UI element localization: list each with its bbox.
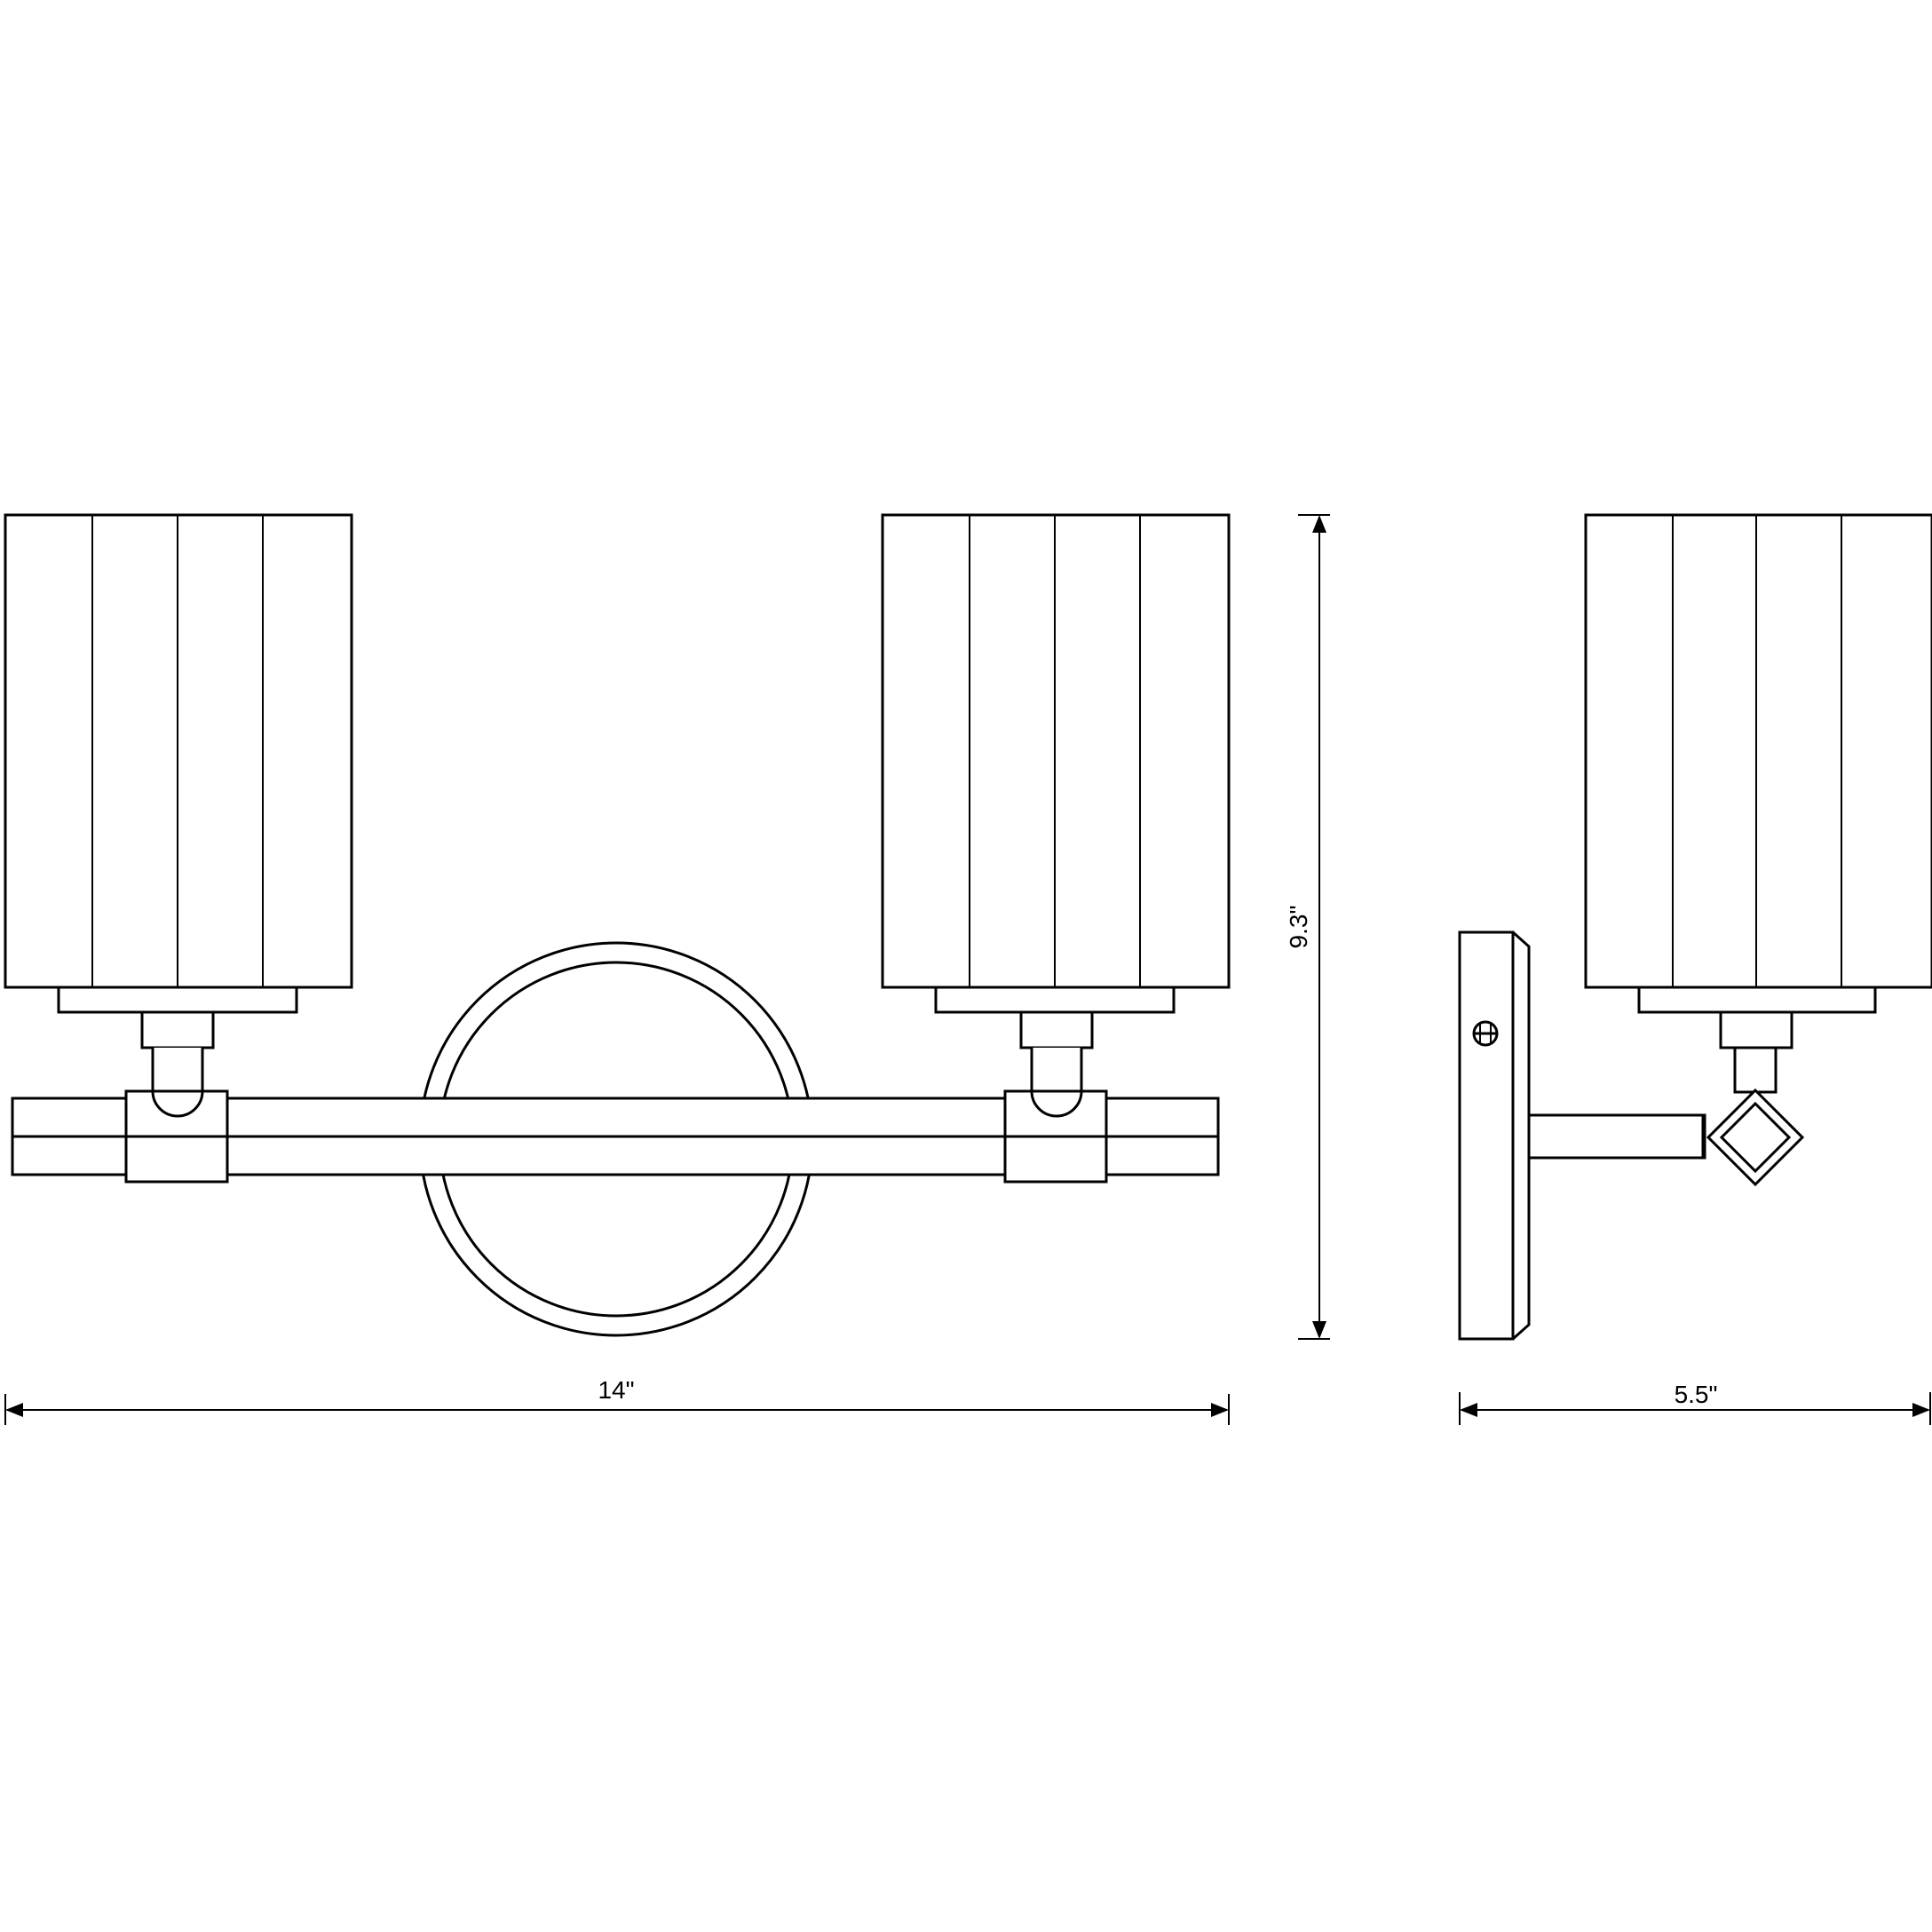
front-view: 14" bbox=[4, 513, 1231, 1425]
height-label: 9.3" bbox=[1285, 906, 1312, 949]
left-shade-cap bbox=[57, 986, 298, 1014]
side-view: 5.5" bbox=[1458, 513, 1932, 1425]
depth-label: 5.5" bbox=[1675, 1381, 1718, 1408]
wall-plate bbox=[1458, 930, 1531, 1341]
side-shade bbox=[1584, 513, 1932, 1094]
depth-dimension: 5.5" bbox=[1459, 1381, 1931, 1425]
swivel-knuckle bbox=[1706, 1088, 1805, 1187]
height-dimension: 9.3" bbox=[1285, 514, 1330, 1340]
right-shade-cap bbox=[934, 986, 1176, 1014]
screw-head-icon bbox=[1472, 1020, 1499, 1047]
right-socket-assembly bbox=[1003, 1010, 1108, 1184]
left-shade bbox=[4, 513, 353, 1014]
side-arm bbox=[1527, 1113, 1706, 1160]
left-socket-assembly bbox=[124, 1010, 229, 1184]
right-shade bbox=[881, 513, 1231, 1014]
width-label: 14" bbox=[598, 1376, 634, 1404]
width-dimension: 14" bbox=[4, 1376, 1230, 1425]
